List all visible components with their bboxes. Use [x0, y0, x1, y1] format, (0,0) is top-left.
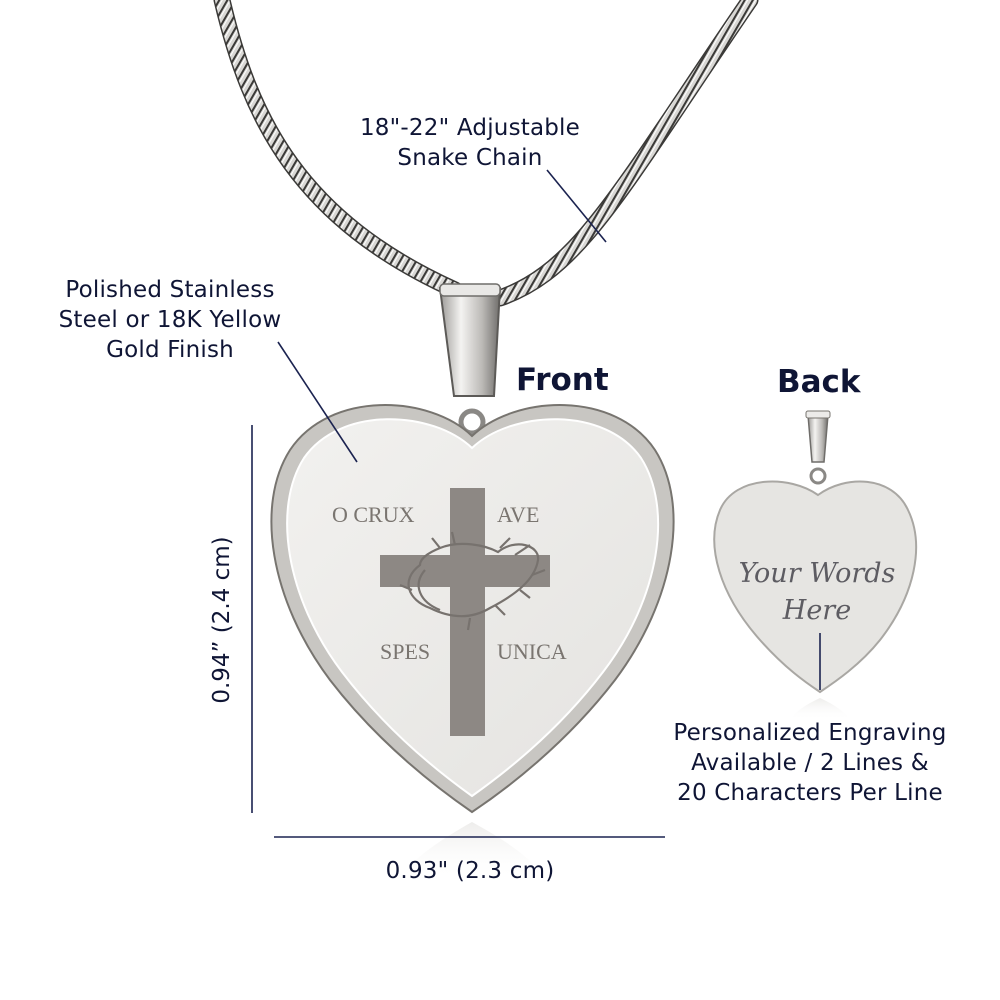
engraving-label-line-1: Personalized Engraving — [673, 720, 947, 746]
chain-label-line-1: 18"-22" Adjustable — [359, 115, 581, 141]
finish-label-line-3: Gold Finish — [106, 337, 234, 363]
finish-label-line-1: Polished Stainless — [65, 277, 275, 303]
chain-label-line-2: Snake Chain — [397, 145, 543, 171]
back-heading: Back — [777, 364, 861, 400]
engraving-label-line-3: 20 Characters Per Line — [677, 780, 943, 806]
front-heart-pendant: O CRUX AVE SPES UNICA — [270, 404, 675, 880]
back-heart-pendant: Your Words Here — [713, 410, 918, 720]
engraving-o-crux: O CRUX — [332, 502, 415, 527]
engraving-label-line-2: Available / 2 Lines & — [691, 750, 929, 776]
chain-callout-line — [546, 169, 607, 243]
engraving-ave: AVE — [497, 502, 539, 527]
front-heading: Front — [516, 362, 609, 398]
engraving-label: Personalized Engraving Available / 2 Lin… — [650, 718, 970, 808]
engraving-spes: SPES — [380, 639, 430, 664]
engraving-your-words: Your Words — [739, 558, 896, 589]
finish-callout-line — [277, 341, 358, 463]
front-bail — [438, 283, 502, 436]
engraving-here: Here — [782, 595, 851, 626]
height-dimension-label: 0.94” (2.4 cm) — [209, 536, 235, 704]
snake-chain — [213, 0, 759, 307]
chain-label: 18"-22" Adjustable Snake Chain — [330, 113, 610, 173]
finish-label-line-2: Steel or 18K Yellow — [58, 307, 282, 333]
finish-label: Polished Stainless Steel or 18K Yellow G… — [35, 275, 305, 365]
crown-of-thorns-icon — [399, 531, 546, 631]
width-dimension-label: 0.93" (2.3 cm) — [385, 858, 555, 884]
engraving-unica: UNICA — [497, 639, 567, 664]
